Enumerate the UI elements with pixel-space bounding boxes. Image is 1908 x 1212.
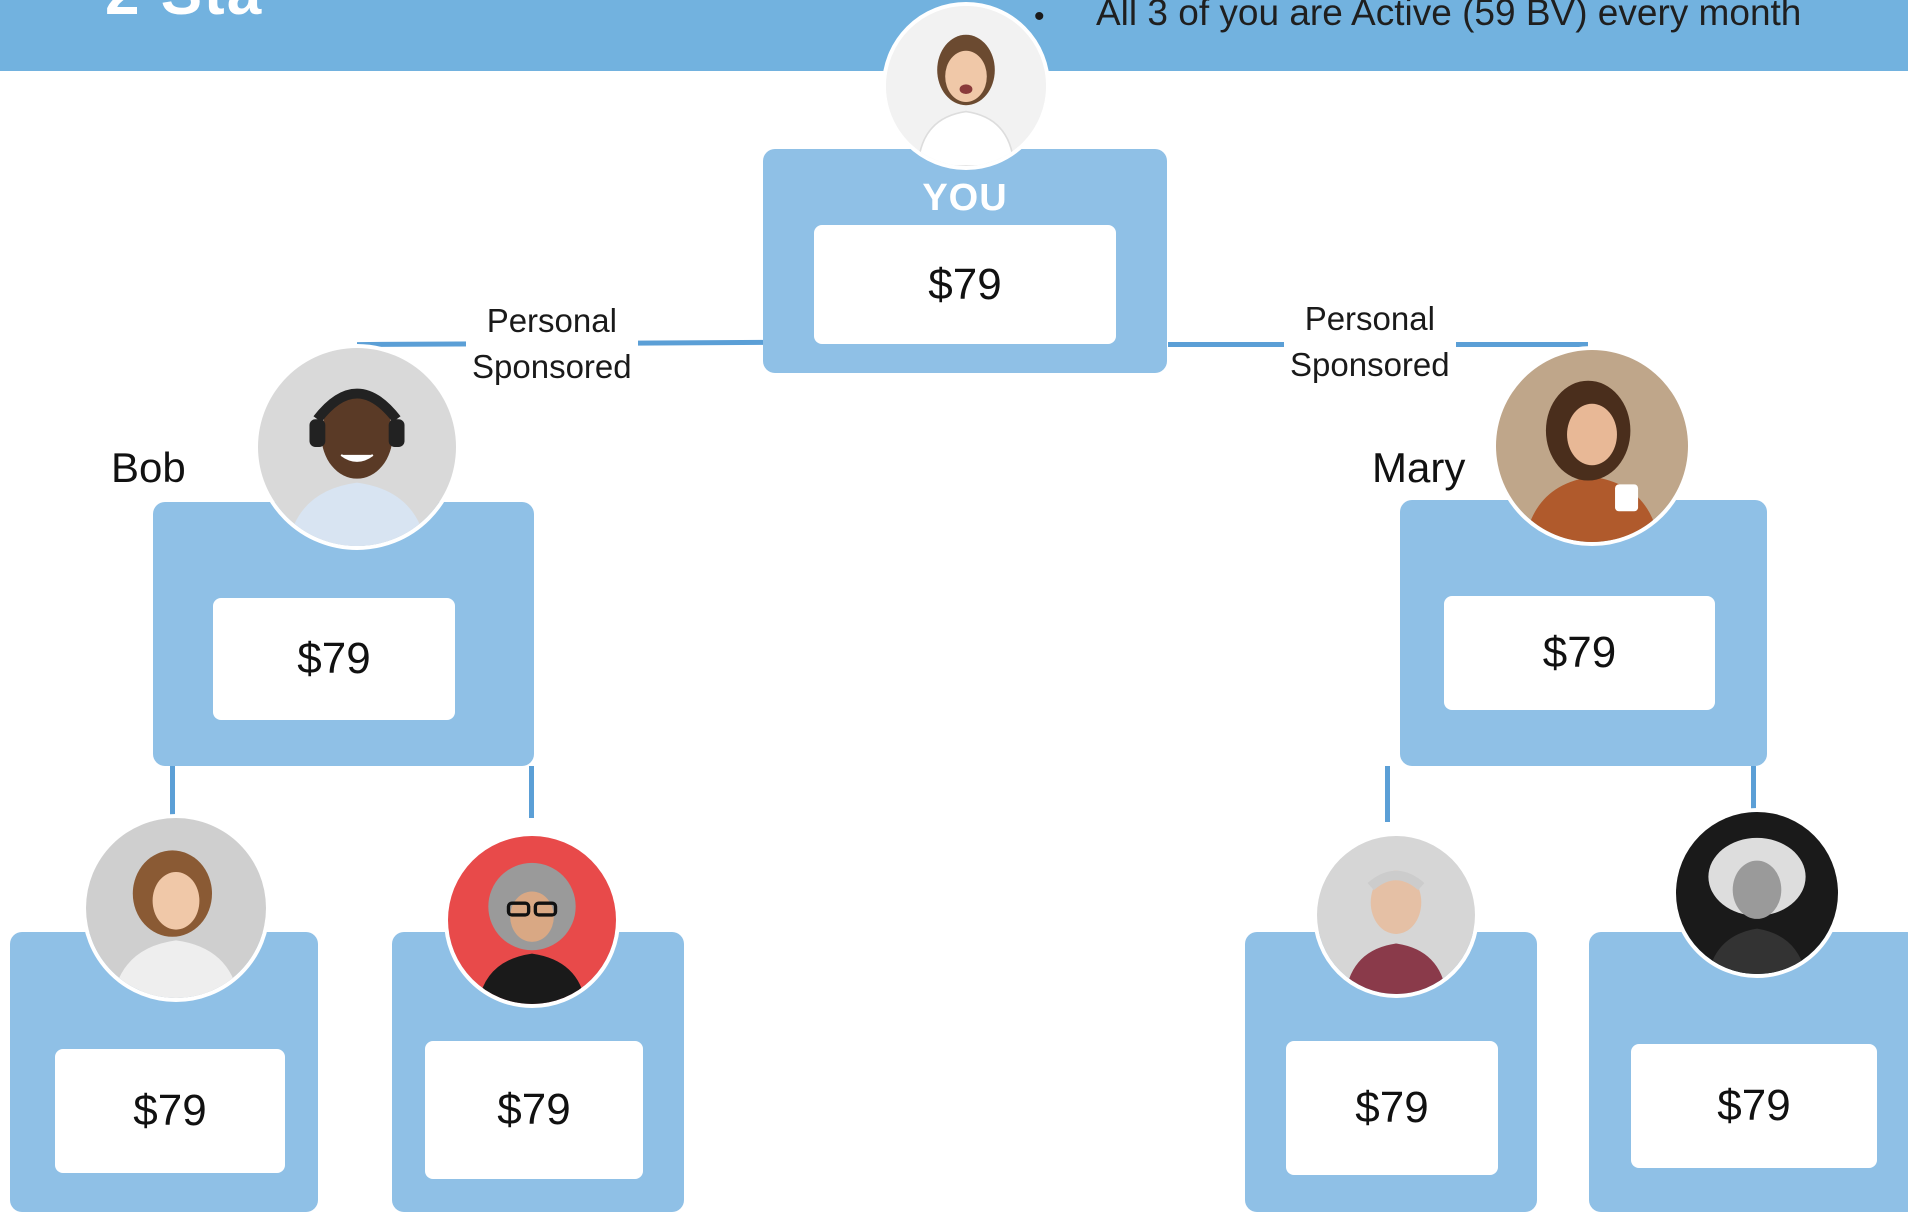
sponsor-label-line1: Personal — [1304, 300, 1435, 337]
you-avatar-icon — [882, 2, 1050, 170]
node-leaf-2-amount: $79 — [425, 1041, 643, 1179]
slide-title: 2 Sta — [105, 0, 263, 29]
node-leaf-4: $79 — [1589, 932, 1908, 1212]
sponsor-label-line2: Sponsored — [472, 348, 632, 385]
node-mary-amount: $79 — [1444, 596, 1715, 710]
node-you-amount: $79 — [814, 225, 1116, 344]
node-you-label: YOU — [922, 177, 1008, 219]
node-leaf-1-amount: $79 — [55, 1049, 285, 1173]
bullet-marker: • — [1034, 0, 1045, 33]
node-bob-amount: $79 — [213, 598, 455, 720]
node-bob-name: Bob — [111, 444, 186, 491]
connector-bob-right — [529, 766, 534, 818]
node-leaf-3-amount: $79 — [1286, 1041, 1498, 1175]
leaf-1-avatar-icon — [82, 814, 270, 1002]
node-leaf-1: $79 — [10, 932, 318, 1212]
sponsor-label-line1: Personal — [486, 302, 617, 339]
bob-avatar-icon — [254, 344, 460, 550]
sponsor-label-left: Personal Sponsored — [466, 298, 638, 390]
node-you: YOU $79 — [763, 149, 1167, 373]
connector-bob-left — [170, 766, 175, 818]
sponsor-label-right: Personal Sponsored — [1284, 296, 1456, 388]
bullet-text: All 3 of you are Active (59 BV) every mo… — [1096, 0, 1802, 33]
mary-avatar-icon — [1492, 346, 1692, 546]
node-leaf-4-amount: $79 — [1631, 1044, 1877, 1168]
leaf-4-avatar-icon — [1672, 808, 1842, 978]
node-mary-name: Mary — [1372, 444, 1466, 491]
leaf-3-avatar-icon — [1313, 832, 1479, 998]
connector-mary-right — [1751, 766, 1756, 818]
connector-mary-left — [1385, 766, 1390, 822]
sponsor-label-line2: Sponsored — [1290, 346, 1450, 383]
leaf-2-avatar-icon — [444, 832, 620, 1008]
